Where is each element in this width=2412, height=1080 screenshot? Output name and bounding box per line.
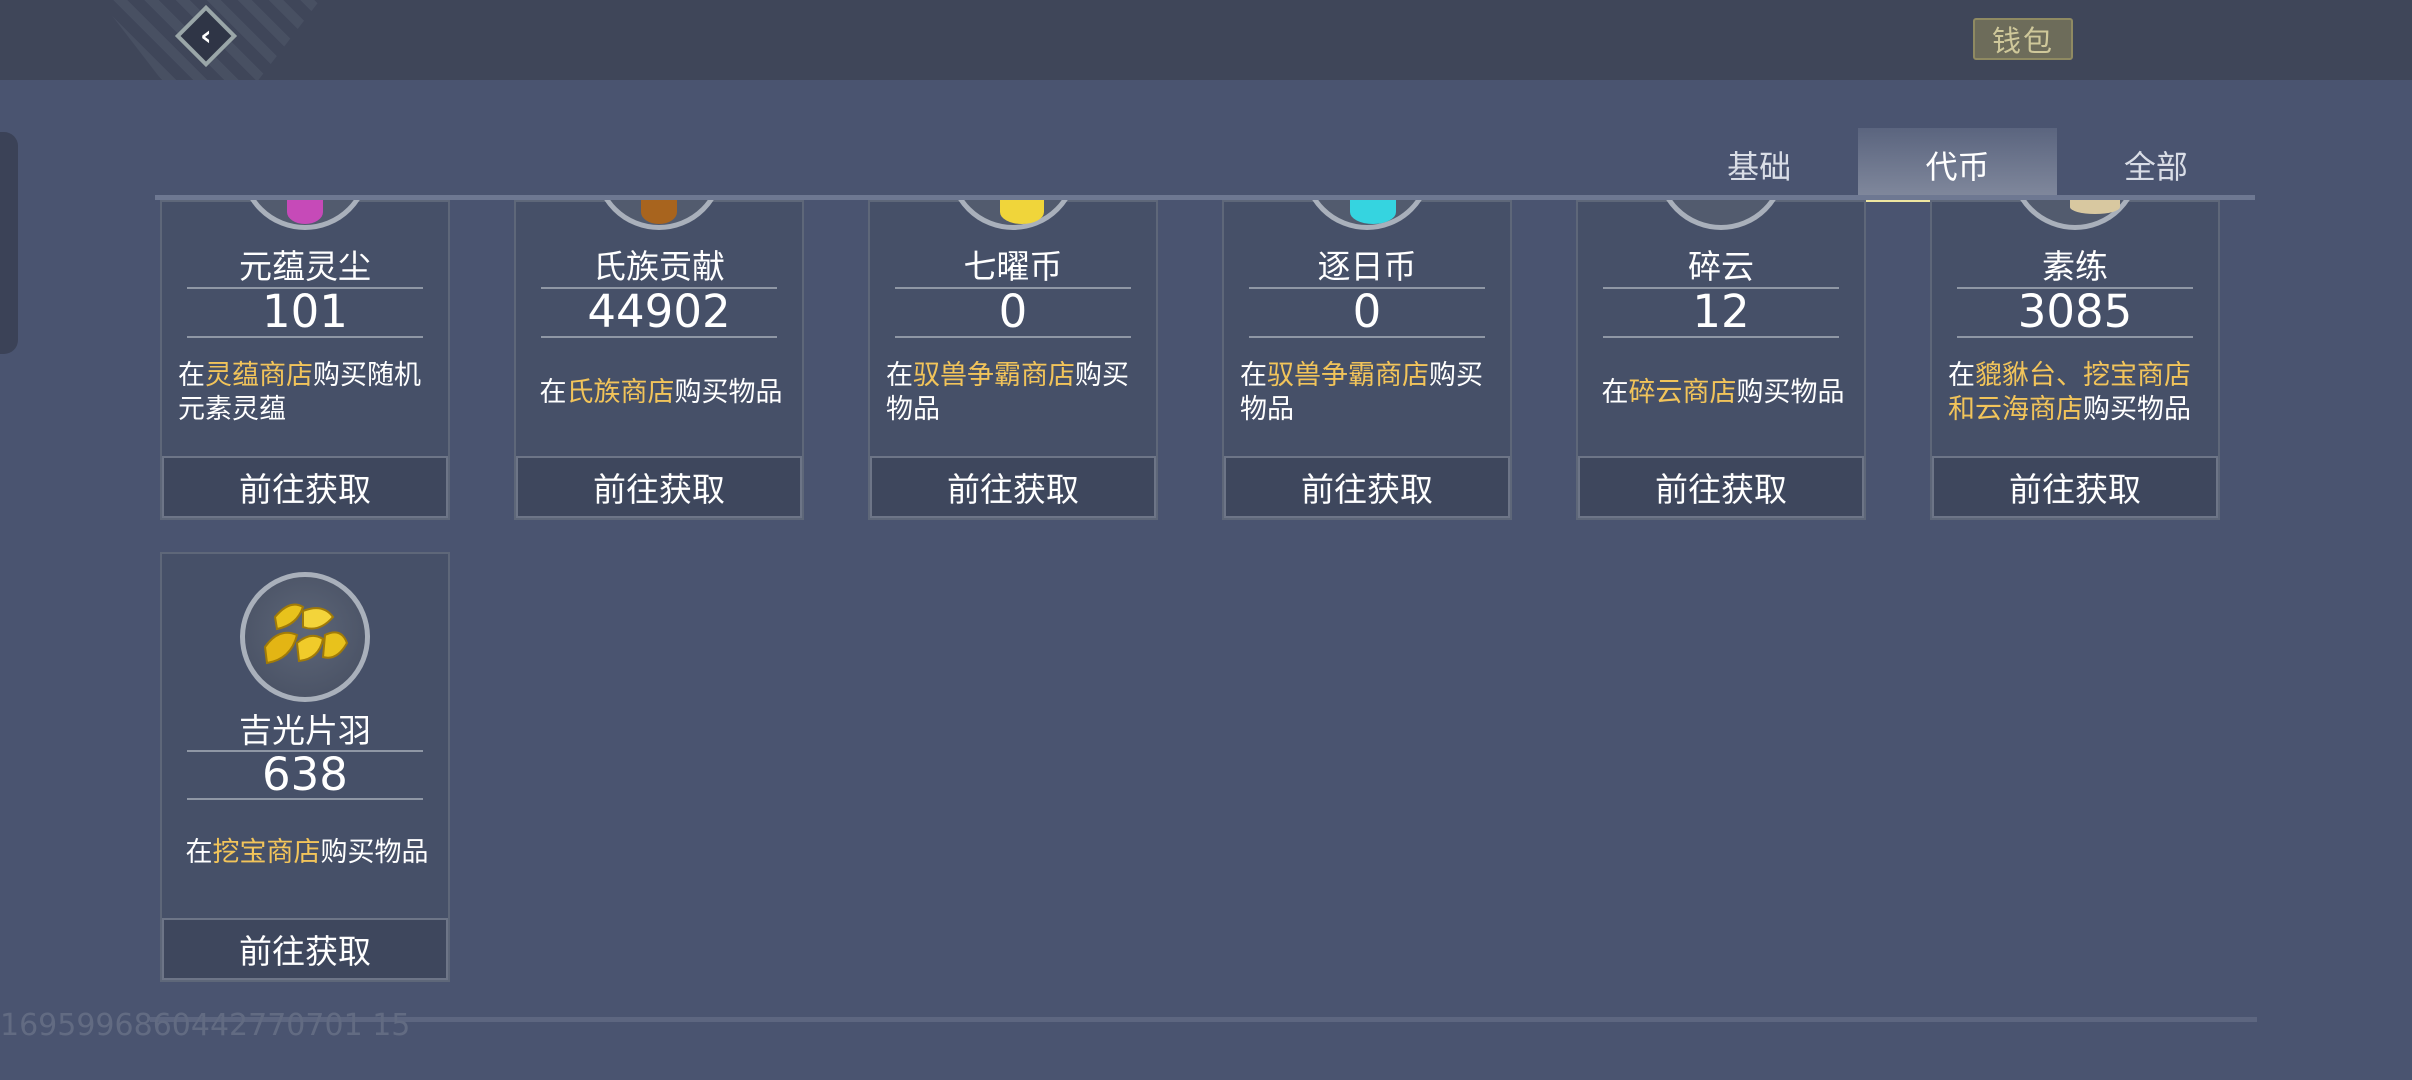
currency-amount: 638 [262,748,348,801]
go-obtain-button[interactable]: 前往获取 [162,918,448,980]
currency-name: 素练 [2042,247,2108,286]
currency-name: 七曜币 [963,247,1063,286]
currency-card: 七曜币 0 在驭兽争霸商店购买物品 前往获取 [868,200,1158,520]
currency-source: 在碎云商店购买物品 [1601,377,1845,408]
tab-basic[interactable]: 基础 [1727,148,1792,186]
go-obtain-button[interactable]: 前往获取 [1932,456,2218,518]
currency-name: 逐日币 [1317,247,1417,286]
category-tabs: 基础 代币 全部 [1660,128,2255,202]
shop-link: 碎云商店 [1628,377,1737,408]
currency-card: 氏族贡献 44902 在氏族商店购买物品 前往获取 [514,200,804,520]
currency-card: 素练 3085 在貔貅台、挖宝商店和云海商店购买物品 前往获取 [1930,200,2220,520]
go-obtain-button[interactable]: 前往获取 [870,456,1156,518]
tabs-divider [155,195,2255,200]
go-obtain-button[interactable]: 前往获取 [1578,456,1864,518]
currency-card: 吉光片羽 638 在挖宝商店购买物品 前往获取 [160,552,450,982]
back-button[interactable]: ‹ [170,0,242,72]
currency-amount: 0 [998,285,1028,338]
shop-link: 驭兽争霸商店 [1267,360,1429,391]
back-arrow-icon: ‹ [174,4,238,68]
golden-feather-icon [240,572,370,702]
side-panel-handle[interactable] [0,132,18,354]
currency-source: 在挖宝商店购买物品 [185,837,429,868]
currency-amount: 3085 [2017,285,2133,338]
tab-tokens[interactable]: 代币 [1858,128,2057,202]
list-bottom-divider [150,1017,2257,1022]
shop-link: 挖宝商店 [212,837,321,868]
shop-link: 氏族商店 [566,377,675,408]
top-bar: ‹ 钱包 [0,0,2412,80]
go-obtain-button[interactable]: 前往获取 [516,456,802,518]
currency-source: 在氏族商店购买物品 [539,377,783,408]
currency-source: 在驭兽争霸商店购买物品 [886,360,1129,425]
broken-cloud-icon [1656,200,1786,230]
currency-amount: 101 [262,285,348,338]
currency-card: 元蕴灵尘 101 在灵蕴商店购买随机元素灵蕴 前往获取 [160,200,450,520]
currency-card: 碎云 12 在碎云商店购买物品 前往获取 [1576,200,1866,520]
shop-link: 灵蕴商店 [205,360,313,391]
go-obtain-button[interactable]: 前往获取 [162,456,448,518]
user-id-watermark: 1695996860442770701 15 [0,1008,411,1043]
currency-card: 逐日币 0 在驭兽争霸商店购买物品 前往获取 [1222,200,1512,520]
shop-link: 驭兽争霸商店 [913,360,1075,391]
currency-amount: 44902 [587,285,731,338]
currency-name: 氏族贡献 [593,247,725,286]
currency-name: 吉光片羽 [239,711,371,750]
wallet-button[interactable]: 钱包 [1973,18,2073,60]
tab-all[interactable]: 全部 [2123,148,2188,186]
go-obtain-button[interactable]: 前往获取 [1224,456,1510,518]
currency-source: 在貔貅台、挖宝商店和云海商店购买物品 [1948,360,2191,425]
shop-link: 貔貅台、挖宝商店和云海商店 [1948,360,2191,425]
currency-name: 元蕴灵尘 [239,247,371,286]
currency-source: 在灵蕴商店购买随机元素灵蕴 [178,360,421,425]
currency-amount: 12 [1692,285,1750,338]
currency-name: 碎云 [1688,247,1754,286]
currency-amount: 0 [1352,285,1382,338]
currency-source: 在驭兽争霸商店购买物品 [1240,360,1483,425]
